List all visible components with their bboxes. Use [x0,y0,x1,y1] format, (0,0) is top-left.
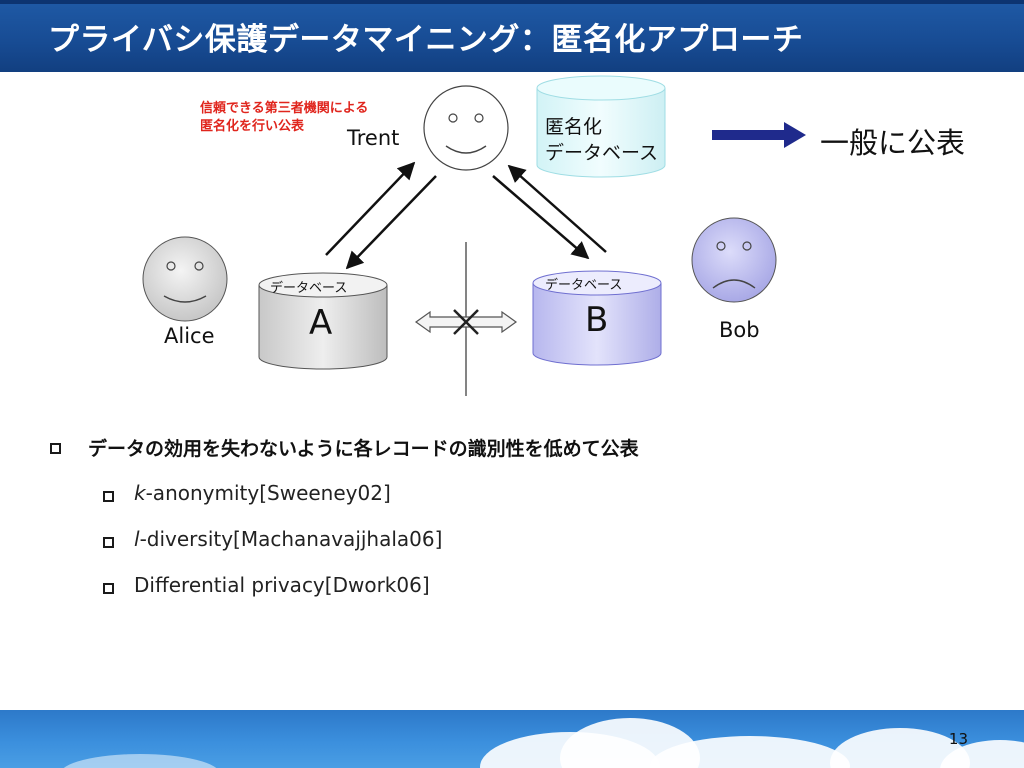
database-a-letter: A [309,303,333,343]
trent-face-icon [423,85,509,171]
alice-label: Alice [164,324,215,348]
anonymized-database-label-line-1: 匿名化 [545,116,603,138]
bullet-marker-main [50,443,61,454]
bullet-sub-2: l-diversity[Machanavajjhala06] [134,527,442,551]
bullet-sub-1-text: -anonymity[Sweeney02] [145,481,391,505]
title-bar: プライバシ保護データマイニング：匿名化アプローチ [0,0,1024,72]
database-a-cylinder [258,272,388,370]
publish-label: 一般に公表 [820,126,966,160]
anonymized-database-label: 匿名化 データベース [545,114,658,166]
bob-label: Bob [719,318,760,342]
slide-body: 信頼できる第三者機関による 匿名化を行い公表 Trent 匿名化 データベース … [0,72,1024,710]
database-a-caption: データベース [270,281,348,296]
trent-note-line-1: 信頼できる第三者機関による [200,101,369,116]
page-number: 13 [948,730,968,748]
anonymized-database-label-line-2: データベース [545,142,659,164]
trent-note: 信頼できる第三者機関による 匿名化を行い公表 [200,100,368,136]
bullet-marker-sub-2 [103,537,114,548]
publish-arrow-icon [712,122,806,148]
title-top-line [0,0,1024,4]
diagram-svg [142,75,806,396]
bullet-marker-sub-1 [103,491,114,502]
blocked-exchange-arrow-icon [414,309,518,335]
bullet-sub-2-prefix: l [134,527,140,551]
cloud-shape [60,754,220,768]
anonymized-database-cylinder [536,75,666,178]
arrow-trent-to-b [492,175,590,260]
bullet-sub-3-text: Differential privacy[Dwork06] [134,573,430,597]
slide-title: プライバシ保護データマイニング：匿名化アプローチ [48,22,804,58]
bullet-sub-3: Differential privacy[Dwork06] [134,573,430,597]
bullet-marker-sub-3 [103,583,114,594]
database-b-letter: B [585,300,609,340]
arrow-a-to-trent [325,161,416,256]
bob-face-icon [691,217,777,303]
database-b-cylinder [532,270,662,366]
footer-sky-band [0,710,1024,768]
alice-face-icon [142,236,228,322]
bullet-sub-1-prefix: k [134,481,146,505]
bullet-sub-1: k-anonymity[Sweeney02] [134,481,391,505]
database-b-caption: データベース [545,278,623,293]
trent-label: Trent [347,126,400,150]
trent-note-line-2: 匿名化を行い公表 [200,119,305,134]
bullet-main: データの効用を失わないように各レコードの識別性を低めて公表 [88,438,639,460]
arrow-trent-to-a [345,175,437,270]
bullet-sub-2-text: -diversity[Machanavajjhala06] [139,527,443,551]
arrow-b-to-trent [507,164,607,253]
